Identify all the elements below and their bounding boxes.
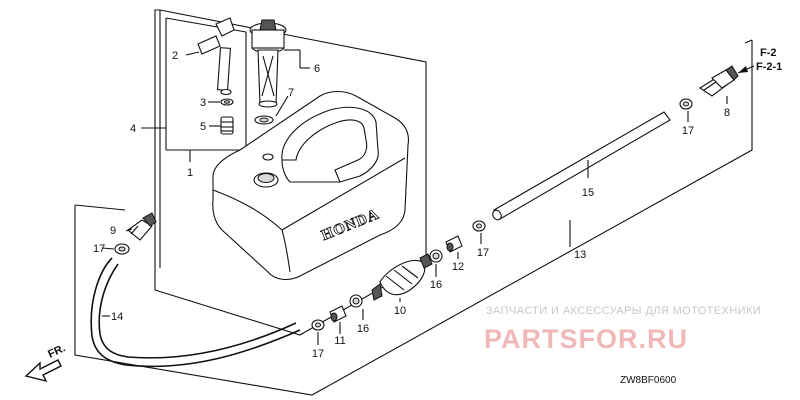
connector-11 xyxy=(329,305,347,323)
callout-15: 15 xyxy=(582,187,594,199)
fuel-hose-14 xyxy=(90,257,301,368)
callout-17-lower: 17 xyxy=(312,348,324,360)
callout-16-lower: 16 xyxy=(357,323,369,335)
filter-5 xyxy=(220,116,234,135)
tank-group-frame xyxy=(154,9,427,336)
reference-f2-1: F-2-1 xyxy=(756,61,782,73)
clamp-17-left xyxy=(114,243,130,255)
reference-f2: F-2 xyxy=(760,47,777,59)
fuel-tank: HONDA xyxy=(212,90,409,281)
watermark-tagline: ЗАПЧАСТИ И АКСЕССУАРЫ ДЛЯ МОТОТЕХНИКИ xyxy=(486,305,761,317)
callout-17-left: 17 xyxy=(93,243,105,255)
callout-13: 13 xyxy=(574,249,586,261)
diagram-code: ZW8BF0600 xyxy=(620,375,677,386)
fuel-gauge-assembly xyxy=(249,19,287,108)
callout-5: 5 xyxy=(200,121,206,133)
callout-16-upper: 16 xyxy=(430,279,442,291)
callout-14: 14 xyxy=(111,311,123,323)
callout-4: 4 xyxy=(130,123,136,135)
fuel-outlet-fitting xyxy=(197,17,235,96)
engine-connector-8 xyxy=(698,65,739,97)
callout-3: 3 xyxy=(200,97,206,109)
washer-3 xyxy=(220,98,234,106)
reference-labels: F-2 F-2-1 xyxy=(737,47,782,74)
callout-1: 1 xyxy=(187,167,193,179)
clamp-17-middle xyxy=(472,220,486,232)
callout-10: 10 xyxy=(394,305,406,317)
gauge-gasket xyxy=(254,115,274,125)
tank-hose-connector xyxy=(127,212,157,241)
connector-12 xyxy=(445,235,463,253)
front-direction-label: FR. xyxy=(46,342,67,360)
callout-numbers: 1 2 3 4 5 6 7 8 9 10 11 12 13 14 15 16 1… xyxy=(93,50,730,360)
primer-bulb-10 xyxy=(371,253,433,301)
watermark-site: PARTSFOR.RU xyxy=(484,324,688,354)
clamp-17-upper xyxy=(679,98,693,110)
clamp-16-lower xyxy=(349,294,363,308)
callout-8: 8 xyxy=(724,107,730,119)
callout-7: 7 xyxy=(288,87,294,99)
callout-6: 6 xyxy=(314,63,320,75)
callout-17-upper: 17 xyxy=(682,125,694,137)
leader-lines xyxy=(101,49,728,345)
callout-11: 11 xyxy=(334,335,345,347)
clamp-17-lower xyxy=(311,319,325,331)
callout-12: 12 xyxy=(452,261,464,273)
fuel-hose-15 xyxy=(492,111,671,221)
front-direction-arrow: FR. xyxy=(24,342,67,383)
clamp-16-upper xyxy=(429,249,443,263)
callout-17-middle: 17 xyxy=(477,247,489,259)
callout-2: 2 xyxy=(172,50,178,62)
hose-group-frame xyxy=(74,39,753,396)
callout-9: 9 xyxy=(110,225,116,237)
